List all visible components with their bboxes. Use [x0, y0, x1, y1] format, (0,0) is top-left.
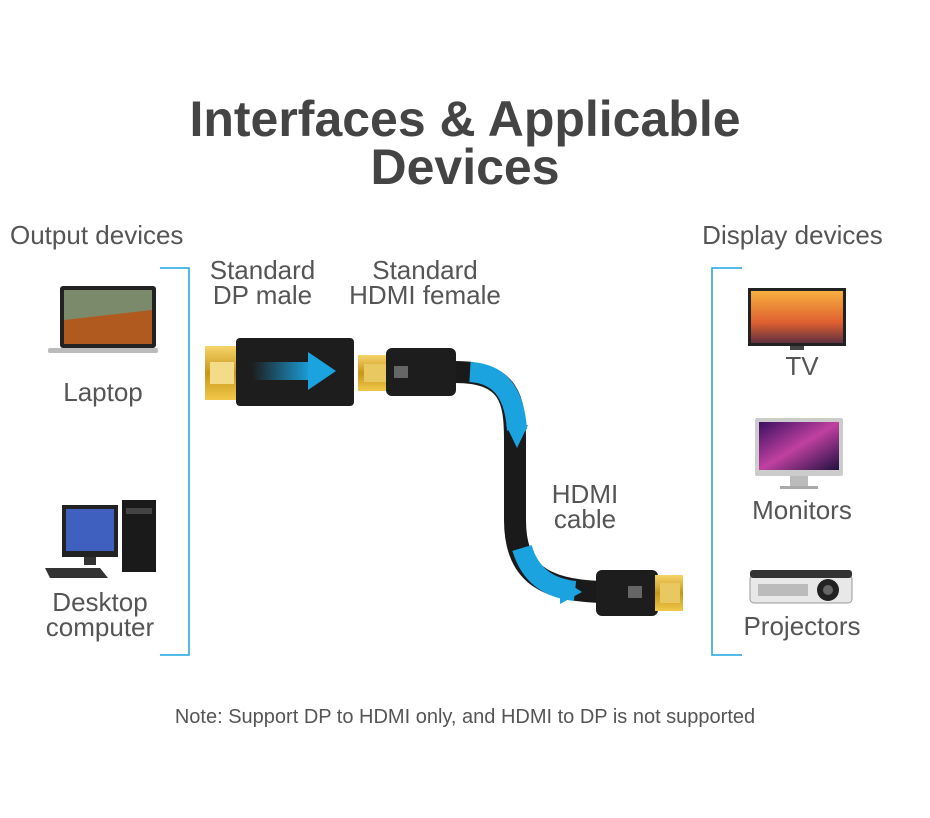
output-bracket — [160, 267, 190, 656]
hdmi-female-label: Standard HDMI female — [340, 255, 510, 310]
support-note: Note: Support DP to HDMI only, and HDMI … — [174, 706, 756, 728]
laptop-icon — [48, 286, 158, 353]
tv-icon — [748, 288, 846, 350]
hdmi-label-line-1: Standard — [372, 255, 478, 285]
page-title: Interfaces & Applicable Devices — [0, 91, 930, 195]
cable-label-line-1: HDMI — [551, 479, 619, 509]
hdmi-plug-top — [386, 348, 456, 396]
tv-label: TV — [785, 351, 819, 381]
dp-label-line-2: DP male — [212, 280, 313, 310]
hdmi-label-line-2: HDMI female — [349, 280, 501, 310]
display-bracket — [711, 267, 742, 656]
projector-icon — [749, 570, 853, 604]
projectors-label: Projectors — [743, 611, 861, 641]
dp-label-line-1: Standard — [209, 255, 316, 285]
dp-male-connector — [205, 346, 237, 400]
laptop-label: Laptop — [63, 377, 143, 407]
output-devices-heading: Output devices — [10, 220, 184, 250]
hdmi-plug-bottom — [596, 570, 683, 616]
hdmi-female-connector — [358, 355, 390, 391]
title-line-2: Devices — [370, 139, 560, 195]
adapter-body — [236, 338, 354, 406]
monitor-icon — [755, 418, 843, 489]
desktop-label-line-2: computer — [45, 612, 155, 642]
dp-male-label: Standard DP male — [200, 255, 325, 310]
desktop-label-line-1: Desktop — [52, 587, 148, 617]
title-line-1: Interfaces & Applicable — [189, 91, 741, 147]
desktop-computer-label: Desktop computer — [30, 587, 170, 642]
hdmi-cable-label: HDMI cable — [535, 479, 635, 534]
monitors-label: Monitors — [752, 495, 852, 525]
desktop-computer-icon — [45, 500, 156, 578]
hdmi-cable — [454, 361, 601, 604]
display-devices-heading: Display devices — [702, 220, 883, 250]
cable-label-line-2: cable — [553, 504, 617, 534]
